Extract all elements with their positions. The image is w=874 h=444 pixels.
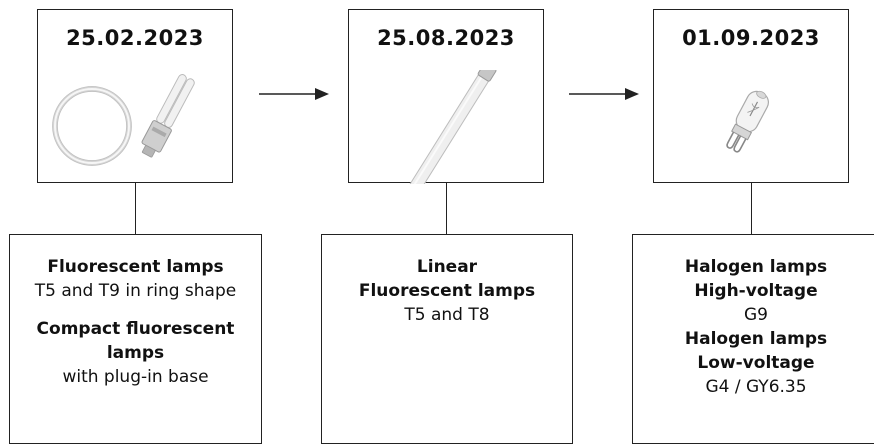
desc-3-line-6: G4 / GY6.35	[705, 377, 807, 397]
desc-2-line-3: T5 and T8	[404, 305, 490, 325]
desc-3-line-3: G9	[744, 305, 768, 325]
arrow-right-icon	[259, 88, 329, 100]
desc-1-line-4: lamps	[106, 343, 165, 363]
desc-3-line-2: High-voltage	[694, 281, 818, 301]
timeline-step-1-description: Fluorescent lamps T5 and T9 in ring shap…	[9, 234, 262, 444]
timeline-step-2-description: Linear Fluorescent lamps T5 and T8	[321, 234, 573, 444]
desc-1-line-2: T5 and T9 in ring shape	[34, 281, 237, 301]
timeline-step-2-connector	[446, 183, 447, 234]
desc-2-line-2: Fluorescent lamps	[358, 281, 536, 301]
desc-3-line-4: Halogen lamps	[684, 329, 828, 349]
timeline-step-3-date-box: 01.09.2023	[653, 9, 849, 183]
timeline-step-3-description: Halogen lamps High-voltage G9 Halogen la…	[632, 234, 874, 444]
ring-and-compact-fluorescent-lamp-icon	[52, 74, 195, 166]
halogen-capsule-lamp-icon	[726, 90, 769, 153]
desc-2-line-1: Linear	[416, 257, 478, 277]
timeline-step-1-date-box: 25.02.2023	[37, 9, 233, 183]
desc-3-line-5: Low-voltage	[697, 353, 815, 373]
linear-fluorescent-tube-icon	[409, 70, 497, 184]
timeline-step-1-date: 25.02.2023	[66, 26, 204, 50]
timeline-step-3-date: 01.09.2023	[682, 26, 820, 50]
desc-3-line-1: Halogen lamps	[684, 257, 828, 277]
desc-1-line-1: Fluorescent lamps	[47, 257, 224, 277]
arrow-right-icon	[569, 88, 639, 100]
timeline-step-3-connector	[751, 183, 752, 234]
timeline-step-2-date-box: 25.08.2023	[348, 9, 544, 184]
timeline-step-1-connector	[135, 183, 136, 234]
timeline-step-2-date: 25.08.2023	[377, 26, 515, 50]
desc-1-line-3: Compact fluorescent	[36, 319, 235, 339]
desc-1-line-5: with plug-in base	[62, 367, 209, 387]
